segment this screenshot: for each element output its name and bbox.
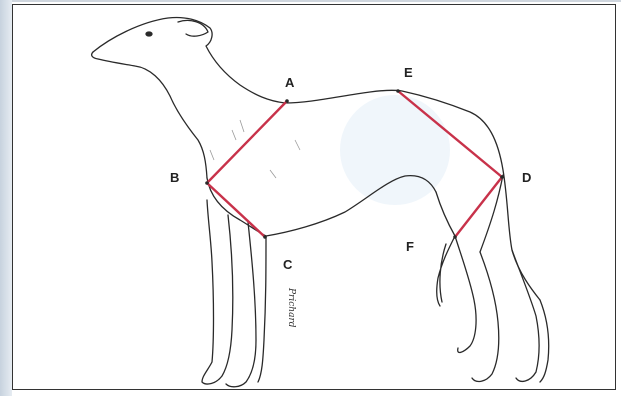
line-b-c	[207, 183, 265, 237]
label-f: F	[406, 240, 414, 253]
marker-d	[500, 175, 504, 179]
jaw-throat-chest	[92, 52, 207, 178]
marker-c	[263, 235, 267, 239]
label-c: C	[283, 258, 292, 271]
marker-b	[205, 181, 209, 185]
label-a: A	[285, 76, 294, 89]
marker-a	[285, 99, 289, 103]
hind-leg-near	[455, 236, 499, 381]
shading-strokes	[210, 120, 300, 178]
tail	[436, 192, 455, 306]
label-b: B	[170, 171, 179, 184]
shade-4	[270, 170, 276, 178]
artist-signature: Prichard	[286, 288, 296, 328]
shade-3	[295, 140, 300, 150]
hind-leg-far	[512, 250, 549, 382]
front-leg-near	[202, 200, 233, 384]
ear	[178, 20, 208, 36]
front-leg-back-edge	[258, 236, 266, 382]
marker-f	[453, 235, 457, 239]
eye	[146, 32, 152, 36]
shade-2	[240, 120, 244, 132]
shade-1	[232, 130, 236, 140]
dog-outline	[92, 17, 549, 386]
line-a-b	[207, 101, 287, 183]
stifle-line	[480, 175, 503, 252]
shade-5	[210, 150, 214, 160]
marker-e	[396, 89, 400, 93]
label-e: E	[404, 66, 413, 79]
label-d: D	[522, 171, 531, 184]
head-neck-top	[93, 17, 285, 103]
